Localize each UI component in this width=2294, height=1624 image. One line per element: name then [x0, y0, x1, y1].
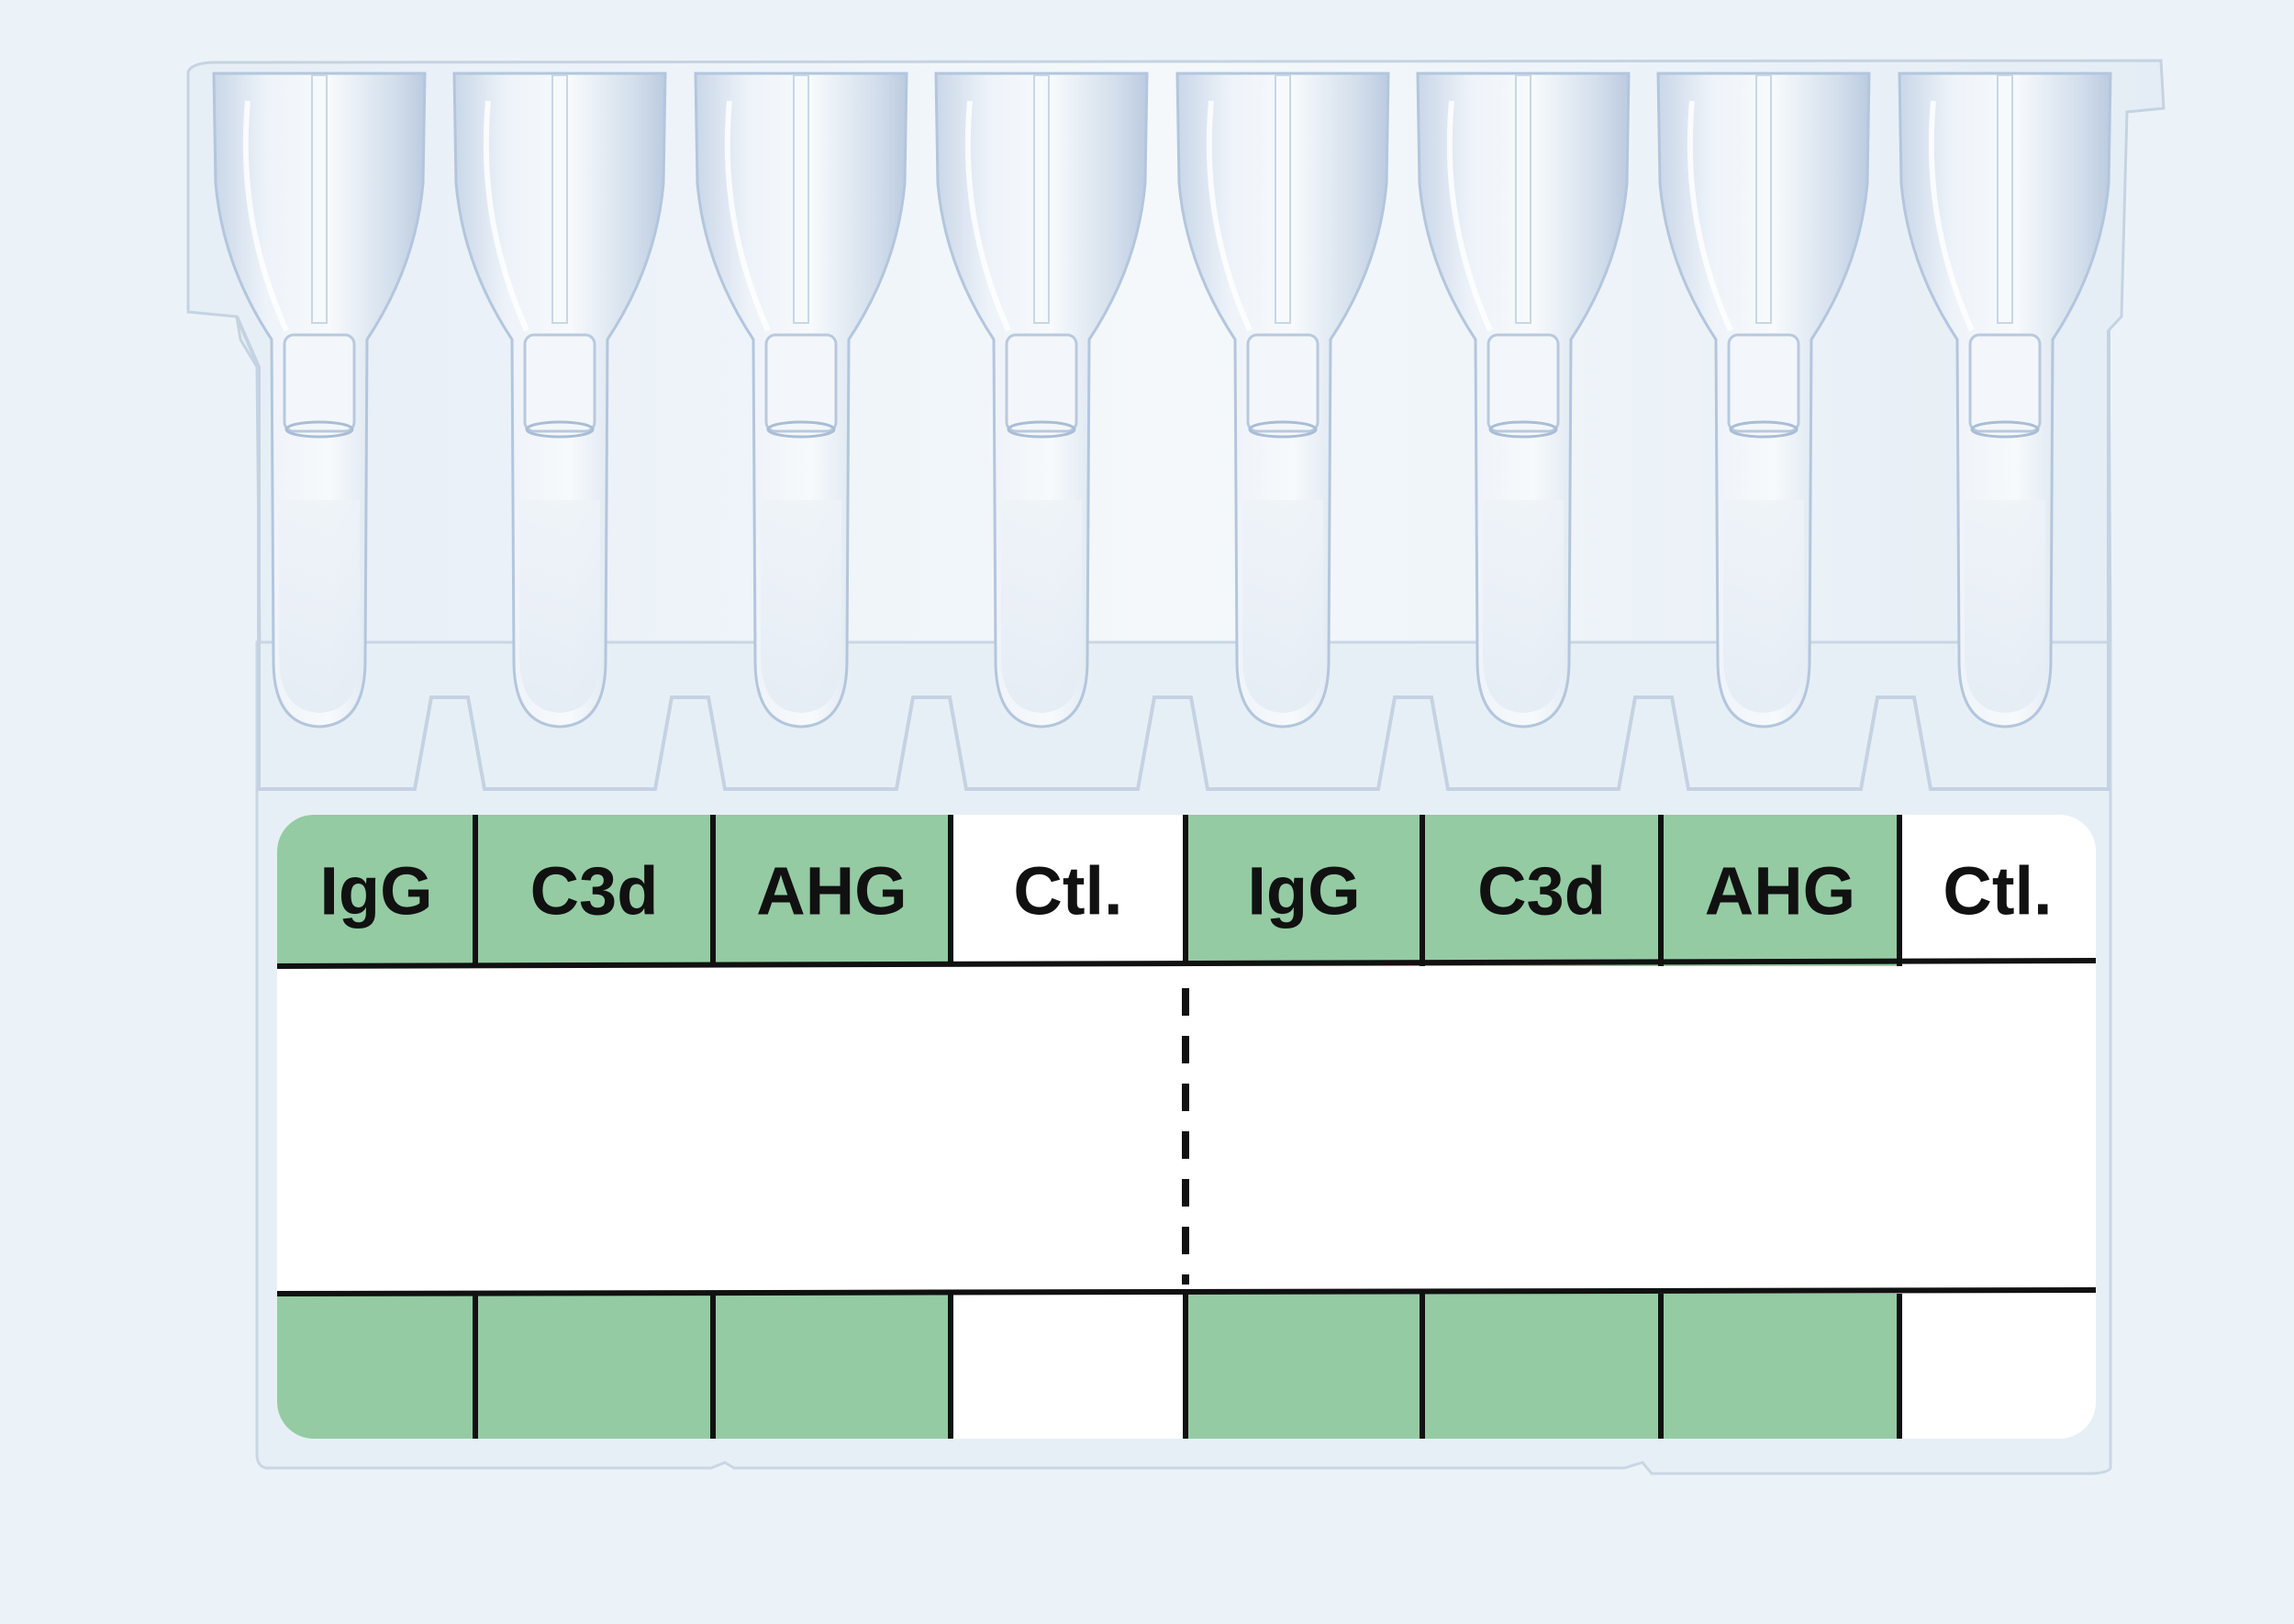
reaction-chamber [1968, 333, 2042, 433]
header-cell [951, 815, 1186, 966]
tube-row [212, 72, 2112, 729]
column-label: Ctl. [1013, 853, 1122, 929]
tube-highlight [1928, 100, 1975, 332]
label-grid: IgG C3d AHG Ctl. IgG C3d AHG Ctl. [277, 815, 2096, 1439]
header-cell [1186, 815, 1422, 966]
column-label: AHG [1705, 853, 1855, 929]
result-cell [475, 966, 713, 1294]
footer-divider-line [276, 1287, 2097, 1296]
tube-highlight [724, 100, 771, 332]
column-label: Ctl. [1943, 853, 2052, 929]
column-label: IgG [1247, 853, 1360, 929]
tube-highlight [1206, 100, 1253, 332]
chamber-rim [284, 420, 354, 439]
chamber-rim [766, 420, 836, 439]
chamber-rim [525, 420, 595, 439]
header-cell [1661, 815, 1899, 966]
tube-rib [551, 74, 568, 324]
column-label: AHG [756, 853, 907, 929]
footer-cell [1186, 1294, 1422, 1439]
result-cell [713, 966, 951, 1294]
result-cell [1899, 966, 2096, 1294]
tube-highlight [483, 100, 529, 332]
tube-rib [1515, 74, 1531, 324]
gel-tube [1898, 72, 2112, 729]
header-cell [1422, 815, 1661, 966]
reaction-chamber [1246, 333, 1320, 433]
gel-tube [452, 72, 667, 729]
tube-rib [1275, 74, 1291, 324]
gel-column [1483, 500, 1564, 713]
footer-cell [1899, 1294, 2096, 1439]
gel-column [279, 500, 360, 713]
result-cell [1422, 966, 1661, 1294]
gel-column [1723, 500, 1804, 713]
tube-highlight [1446, 100, 1493, 332]
result-cell [951, 966, 1186, 1294]
column-label: C3d [530, 853, 659, 929]
chamber-rim [1248, 420, 1318, 439]
footer-cell [475, 1294, 713, 1439]
tube-rib [1033, 74, 1050, 324]
card-notch-edge [235, 316, 2110, 791]
chamber-rim [1007, 420, 1076, 439]
column-label: C3d [1477, 853, 1606, 929]
gel-tube [1416, 72, 1631, 729]
chamber-rim [1488, 420, 1558, 439]
column-label: IgG [319, 853, 432, 929]
tube-highlight [242, 100, 289, 332]
gel-column [1001, 500, 1082, 713]
gel-tube [694, 72, 908, 729]
gel-tube [934, 72, 1149, 729]
tube-rib [1997, 74, 2013, 324]
reaction-chamber [1487, 333, 1560, 433]
tube-highlight [964, 100, 1011, 332]
footer-cell [277, 1294, 475, 1439]
header-cell [475, 815, 713, 966]
tube-rib [793, 74, 809, 324]
tube-rib [311, 74, 328, 324]
gel-column [1242, 500, 1323, 713]
chamber-rim [1729, 420, 1798, 439]
reaction-chamber [523, 333, 596, 433]
gel-column [1965, 500, 2045, 713]
label-cells: IgG C3d AHG Ctl. IgG C3d AHG Ctl. [277, 815, 2096, 1439]
reaction-chamber [1005, 333, 1078, 433]
label-grid-lines [276, 815, 2097, 1439]
header-cell [277, 815, 475, 966]
gel-tube [212, 72, 427, 729]
reaction-chamber [1727, 333, 1800, 433]
tube-highlight [1687, 100, 1733, 332]
chamber-rim [1970, 420, 2040, 439]
tube-rib [1755, 74, 1772, 324]
footer-cell [951, 1294, 1186, 1439]
result-cell [1186, 966, 1422, 1294]
header-cell [1899, 815, 2096, 966]
gel-tube [1175, 72, 1390, 729]
gel-column [519, 500, 600, 713]
result-cell [277, 966, 475, 1294]
reaction-chamber [764, 333, 838, 433]
gel-column [761, 500, 841, 713]
footer-cell [713, 1294, 951, 1439]
result-cell [1661, 966, 1899, 1294]
header-cell [713, 815, 951, 966]
gel-tube [1656, 72, 1871, 729]
footer-cell [1422, 1294, 1661, 1439]
reaction-chamber [283, 333, 356, 433]
footer-cell [1661, 1294, 1899, 1439]
